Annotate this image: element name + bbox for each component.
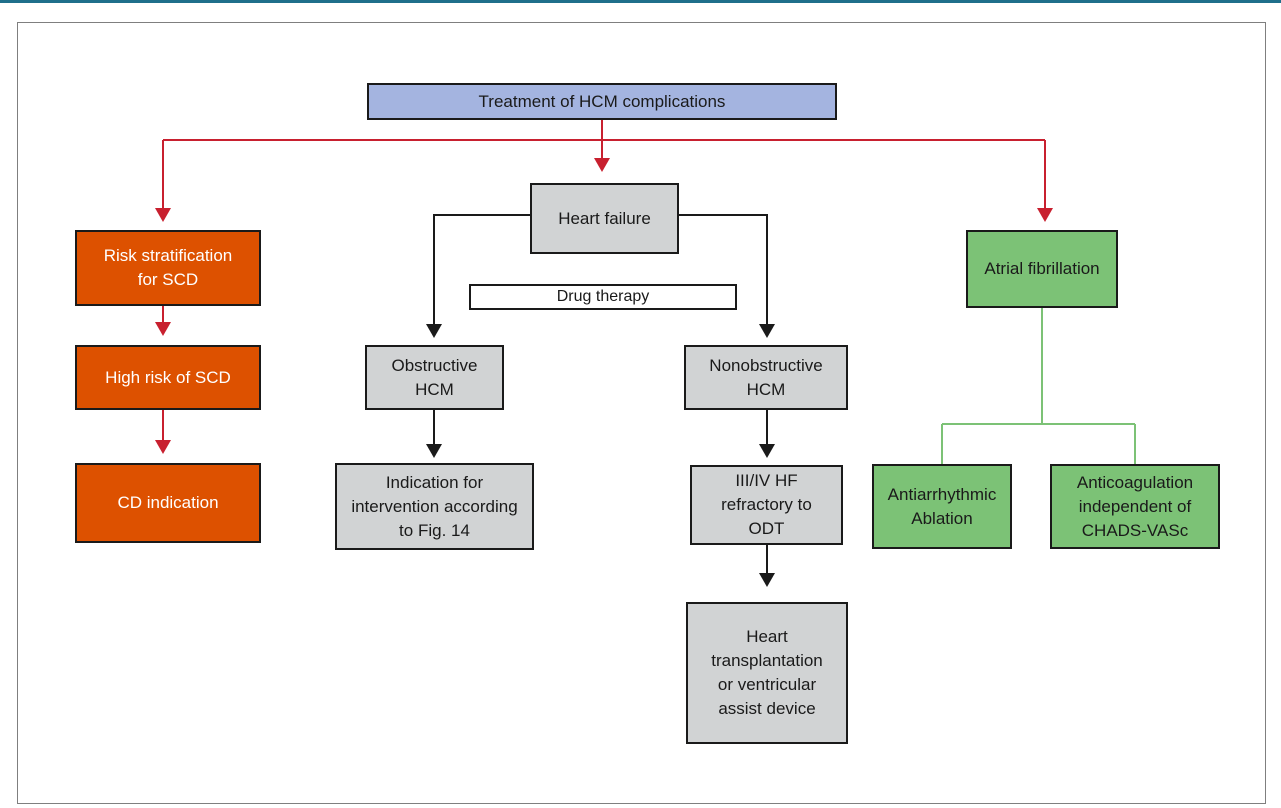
- atrial-fibrillation-label: Atrial fibrillation: [984, 259, 1100, 278]
- high-risk-label: High risk of SCD: [105, 367, 231, 387]
- nonobstructive-hcm-node: Nonobstructive HCM: [684, 345, 848, 410]
- antiarrhythmic-node: Antiarrhythmic Ablation: [872, 464, 1012, 549]
- red-arrowheads: [155, 158, 1053, 454]
- drug-therapy-label: Drug therapy: [556, 288, 650, 305]
- black-arrowheads: [426, 324, 775, 587]
- transplant-node: Heart transplantation or ventricular ass…: [686, 602, 848, 744]
- intervention-label: Indication for intervention according to…: [351, 472, 518, 540]
- cd-indication-label: CD indication: [117, 493, 219, 512]
- red-connectors: [162, 120, 1046, 443]
- top-rule: [0, 0, 1281, 3]
- cd-indication-node: CD indication: [75, 463, 261, 543]
- obstructive-hcm-node: Obstructive HCM: [365, 345, 504, 410]
- anticoagulation-label: Anticoagulation independent of CHADS-VAS…: [1076, 472, 1194, 540]
- risk-stratification-node: Risk stratification for SCD: [75, 230, 261, 306]
- anticoagulation-node: Anticoagulation independent of CHADS-VAS…: [1050, 464, 1220, 549]
- black-connectors: [433, 214, 768, 575]
- high-risk-node: High risk of SCD: [75, 345, 261, 410]
- refractory-hf-node: III/IV HF refractory to ODT: [690, 465, 843, 545]
- figure-frame: [17, 22, 1266, 804]
- obstructive-hcm-label: Obstructive HCM: [391, 355, 478, 399]
- atrial-fibrillation-node: Atrial fibrillation: [966, 230, 1118, 308]
- intervention-node: Indication for intervention according to…: [335, 463, 534, 550]
- green-connectors: [941, 308, 1136, 464]
- heart-failure-node: Heart failure: [530, 183, 679, 254]
- root-label: Treatment of HCM complications: [478, 91, 726, 111]
- refractory-hf-label: III/IV HF refractory to ODT: [721, 471, 812, 538]
- risk-stratification-label: Risk stratification for SCD: [103, 246, 233, 289]
- drug-therapy-node: Drug therapy: [469, 284, 737, 310]
- heart-failure-label: Heart failure: [558, 208, 651, 228]
- antiarrhythmic-label: Antiarrhythmic Ablation: [887, 484, 997, 528]
- nonobstructive-hcm-label: Nonobstructive HCM: [709, 355, 823, 399]
- root-node: Treatment of HCM complications: [367, 83, 837, 120]
- transplant-label: Heart transplantation or ventricular ass…: [711, 627, 823, 718]
